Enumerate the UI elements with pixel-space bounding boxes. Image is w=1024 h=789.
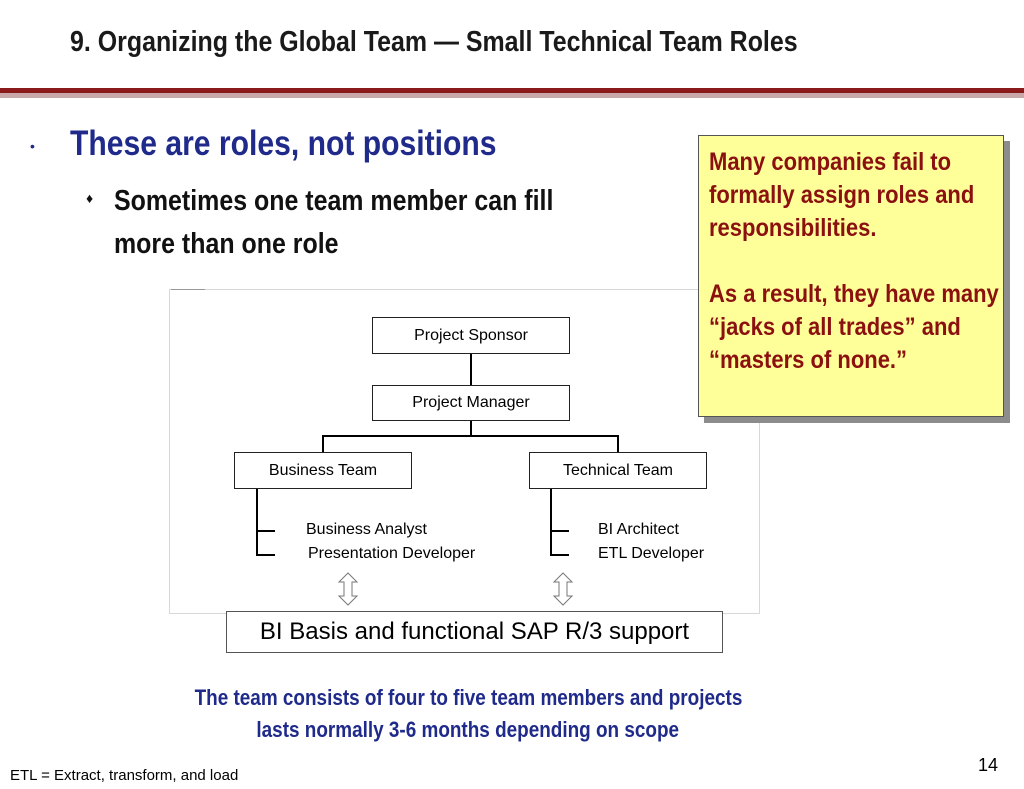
diamond-bullet-icon: ♦ [86, 190, 94, 206]
business-team-box: Business Team [234, 452, 412, 489]
summary-line: lasts normally 3-6 months depending on s… [256, 717, 680, 742]
box-label: Project Manager [412, 394, 530, 411]
callout-paragraph: As a result, they have many “jacks of al… [709, 280, 999, 374]
embedded-object-marker [171, 289, 205, 294]
project-sponsor-box: Project Sponsor [372, 317, 570, 354]
connector-line [550, 489, 552, 556]
callout-paragraph: Many companies fail to formally assign r… [709, 148, 975, 242]
connector-line [256, 554, 275, 556]
box-label: Business Team [268, 462, 378, 479]
connector-line [470, 421, 472, 436]
bullet-dot-icon: • [30, 138, 35, 154]
bullet-text: These are roles, not positions [70, 124, 497, 163]
connector-line [550, 554, 569, 556]
footnote: ETL = Extract, transform, and load [10, 767, 239, 784]
connector-line [470, 354, 472, 385]
technical-team-box: Technical Team [529, 452, 707, 489]
title-divider [0, 88, 1024, 93]
connector-line [322, 435, 324, 453]
box-label: Project Sponsor [414, 327, 528, 344]
title-divider-shade [0, 93, 1024, 98]
connector-line [256, 489, 258, 556]
role-business-analyst: Business Analyst [306, 521, 427, 538]
role-bi-architect: BI Architect [598, 521, 679, 538]
role-etl-developer: ETL Developer [598, 545, 705, 562]
connector-line [617, 435, 619, 453]
bullet-text: Sometimes one team member can fill more … [114, 185, 554, 260]
double-arrow-icon [337, 572, 359, 606]
connector-line [256, 530, 275, 532]
box-label: Technical Team [563, 462, 673, 479]
support-box: BI Basis and functional SAP R/3 support [226, 611, 723, 653]
role-presentation-developer: Presentation Developer [308, 545, 476, 562]
summary-line: The team consists of four to five team m… [194, 685, 743, 710]
page-number: 14 [978, 755, 999, 775]
team-summary: The team consists of four to five team m… [150, 682, 786, 746]
callout-note: Many companies fail to formally assign r… [698, 135, 1004, 417]
double-arrow-icon [552, 572, 574, 606]
project-manager-box: Project Manager [372, 385, 570, 421]
connector-line [550, 530, 569, 532]
connector-line [322, 435, 619, 437]
slide-title: 9. Organizing the Global Team — Small Te… [70, 26, 798, 58]
